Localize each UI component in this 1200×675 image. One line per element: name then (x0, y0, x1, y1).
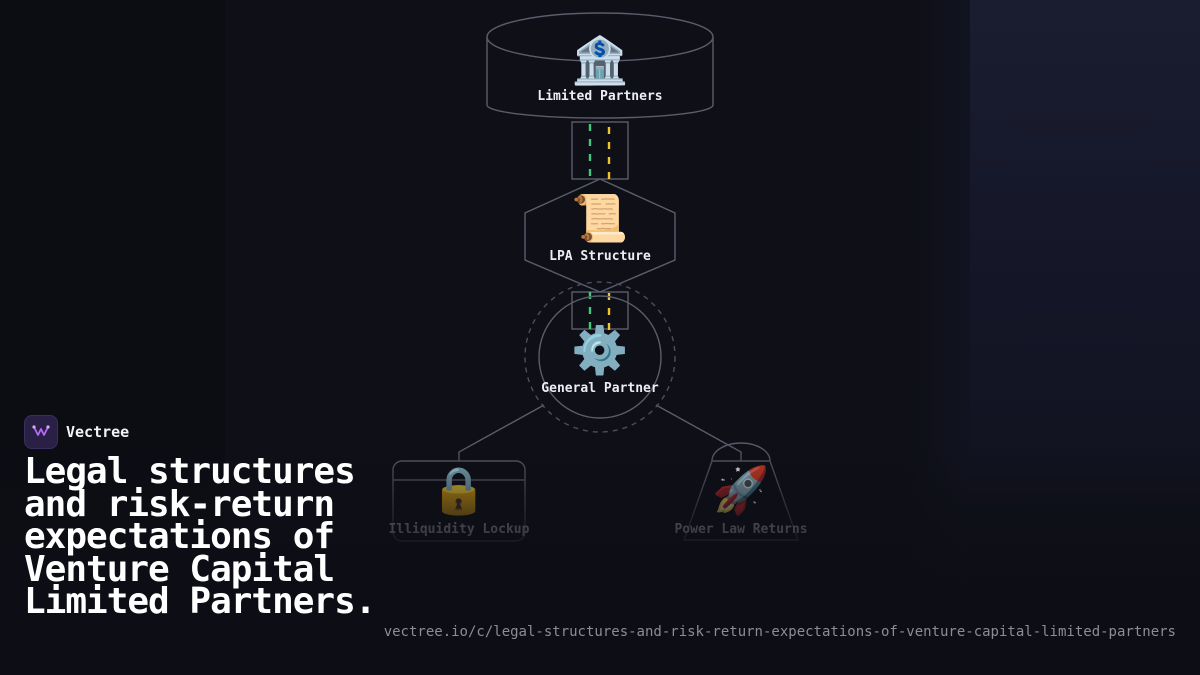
node-lpa-structure[interactable]: 📜 LPA Structure (524, 178, 676, 293)
brand[interactable]: Vectree (24, 415, 129, 449)
page-title: Legal structures and risk-return expecta… (24, 451, 376, 622)
node-label-limited-partners: Limited Partners (537, 89, 662, 104)
edge-gp-returns (655, 404, 742, 462)
rocket-icon: 🚀 (712, 463, 769, 517)
node-label-power-law-returns: Power Law Returns (674, 522, 807, 537)
node-illiquidity-lockup[interactable]: 🔒 Illiquidity Lockup (389, 460, 530, 542)
flow-dashes (588, 124, 611, 330)
vectree-logo-icon (24, 415, 58, 449)
edge-gp-lockup (458, 404, 545, 462)
page-url[interactable]: vectree.io/c/legal-structures-and-risk-r… (383, 624, 1176, 640)
hexagon-shape (524, 178, 676, 293)
node-general-partner[interactable]: ⚙️ General Partner (524, 281, 676, 433)
brand-name: Vectree (66, 423, 130, 441)
node-label-general-partner: General Partner (541, 381, 659, 396)
outer-dashed-ring (524, 281, 676, 433)
bank-icon: 🏦 (571, 33, 628, 87)
gear-icon: ⚙️ (571, 323, 628, 377)
lock-icon: 🔒 (430, 463, 487, 517)
inner-ring (538, 295, 662, 419)
vectree-logo-mark (32, 425, 50, 436)
node-label-illiquidity-lockup: Illiquidity Lockup (389, 522, 530, 537)
node-label-lpa-structure: LPA Structure (549, 249, 651, 264)
scroll-icon: 📜 (571, 191, 628, 245)
cylinder-top (486, 12, 714, 62)
edge-lp-lpa-box (571, 121, 629, 180)
node-limited-partners[interactable]: 🏦 Limited Partners (486, 12, 714, 119)
